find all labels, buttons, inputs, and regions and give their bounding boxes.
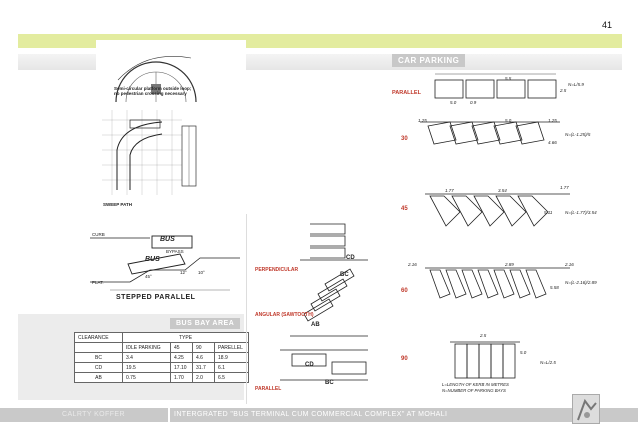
bus-platform-panel [96,40,246,106]
page-number: 41 [601,20,612,30]
angle-label-2: 12° [180,270,187,275]
vertical-divider [246,214,247,404]
dim-cd-label-2: CD [305,362,314,368]
table-row: BC 3.4 4.25 4.6 18.9 [74,352,249,363]
dim-label: 2.89 [505,262,514,267]
table-cell: 2.0 [192,372,215,383]
angle-label-1: 45° [145,274,152,279]
stepped-parallel-drawing [90,235,240,291]
column-header: 45 [170,342,193,353]
bus-label-2: BUS [145,256,160,263]
car-type-label-45: 45 [401,206,408,212]
dim-label: 5.5 [505,76,512,81]
dim-label: 5.58 [550,285,559,290]
parallel-bus-label: PARALLEL [255,386,282,392]
row-label: AB [74,372,123,383]
footer-left-text: CALRTY KOFFER [62,411,125,418]
sweep-path-drawing [102,110,182,195]
legend-line: L=LENGTH OF KERB IN METRES [442,382,509,387]
car-type-label-90: 90 [401,356,408,362]
sweep-path-label: SWEEP PATH [103,202,133,207]
formula-30: N=(L-1.25)/5 [565,132,591,137]
semicircular-platform-drawing [115,56,197,103]
table-cell: 17.10 [170,362,193,373]
table-row: CD 19.5 17.10 31.7 6.1 [74,362,249,373]
footer-bar [0,408,638,422]
car-type-label-60: 60 [401,288,408,294]
dim-label: 5.0 [520,350,527,355]
car-parking-drawing [420,73,570,379]
dim-label: 1.77 [445,188,454,193]
curb-label: CURB [92,232,105,237]
bus-label-1: BUS [160,236,175,243]
bus-template-drawing [178,124,206,194]
dim-label: 1.25 [418,118,427,123]
table-cell: 1.70 [170,372,193,383]
car-parking-tag: CAR PARKING [392,54,466,67]
dim-label: 5.11 [544,210,553,215]
table-cell: 4.25 [170,352,193,363]
column-header: PARELLEL [214,342,249,353]
legend-line: N=NUMBER OF PARKING BAYS [442,387,506,393]
dim-label: 1.77 [560,185,569,190]
footer-title: INTERGRATED "BUS TERMINAL CUM COMMERCIAL… [174,411,448,418]
column-header: 90 [192,342,215,353]
table-cell: 31.7 [192,362,215,373]
dim-cd-label: CD [346,255,355,261]
bus-bay-config-panel [250,214,370,400]
dim-bc-label-2: BC [325,380,334,386]
formula-60: N=(L-2.16)/2.89 [565,280,597,285]
column-header: IDLE PARKING [122,342,171,353]
table-cell: 18.9 [214,352,249,363]
logo-icon [572,394,600,424]
stepped-parallel-title: STEPPED PARALLEL [116,294,196,301]
table-row: AB 0.75 1.70 2.0 6.5 [74,372,249,383]
dim-label: 2.5 [560,88,567,93]
plat-label: PLAT. [92,280,104,285]
car-parking-panel [400,66,590,402]
formula-parallel: N=L/5.9 [568,82,584,87]
dim-label: 3.54 [498,188,507,193]
row-label: BC [74,352,123,363]
table-cell: 4.6 [192,352,215,363]
angle-label-3: 10° [198,270,205,275]
bus-bay-table: CLEARANCE TYPE IDLE PARKING 45 90 PARELL… [74,332,249,383]
platform-note: Semi-circular platform outside loop; no … [114,86,192,96]
car-type-label-30: 30 [401,136,408,142]
sweep-path-panel [102,110,182,200]
dim-label: 5.0 [505,118,512,123]
dim-label: 4.66 [548,140,557,145]
dim-label: 2.16 [565,262,574,267]
bypass-label: BYPASS [166,249,184,254]
car-parking-legend: L=LENGTH OF KERB IN METRES N=NUMBER OF P… [442,382,509,393]
table-cell: 6.5 [214,372,249,383]
dim-label: 2.5 [480,333,487,338]
footer-divider [168,408,170,422]
dim-ab-label: AB [311,322,320,328]
bus-bay-area-tag: BUS BAY AREA [170,318,241,329]
dim-label: 5.0 [450,100,457,105]
table-cell: 3.4 [122,352,171,363]
car-type-label-parallel: PARALLEL [392,90,421,96]
dim-label: 1.25 [548,118,557,123]
bus-bay-config-drawing [280,223,368,381]
table-cell: 0.75 [122,372,171,383]
row-label: CD [74,362,123,373]
dim-label: 2.16 [408,262,417,267]
table-cell [74,342,123,353]
type-header: TYPE [122,332,249,343]
angular-label: ANGULAR (SAWTOOTH) [255,312,314,318]
perpendicular-label: PERPENDICULAR [255,267,299,273]
bus-bay-table-wrap: CLEARANCE TYPE IDLE PARKING 45 90 PARELL… [74,332,249,383]
formula-45: N=(L-1.77)/3.54 [565,210,597,215]
stepped-parallel-panel [90,224,240,304]
dim-bc-label: BC [340,272,349,278]
formula-90: N=L/2.5 [540,360,556,365]
dim-label: 0.9 [470,100,477,105]
clearance-header: CLEARANCE [74,332,123,343]
table-cell: 19.5 [122,362,171,373]
table-cell: 6.1 [214,362,249,373]
